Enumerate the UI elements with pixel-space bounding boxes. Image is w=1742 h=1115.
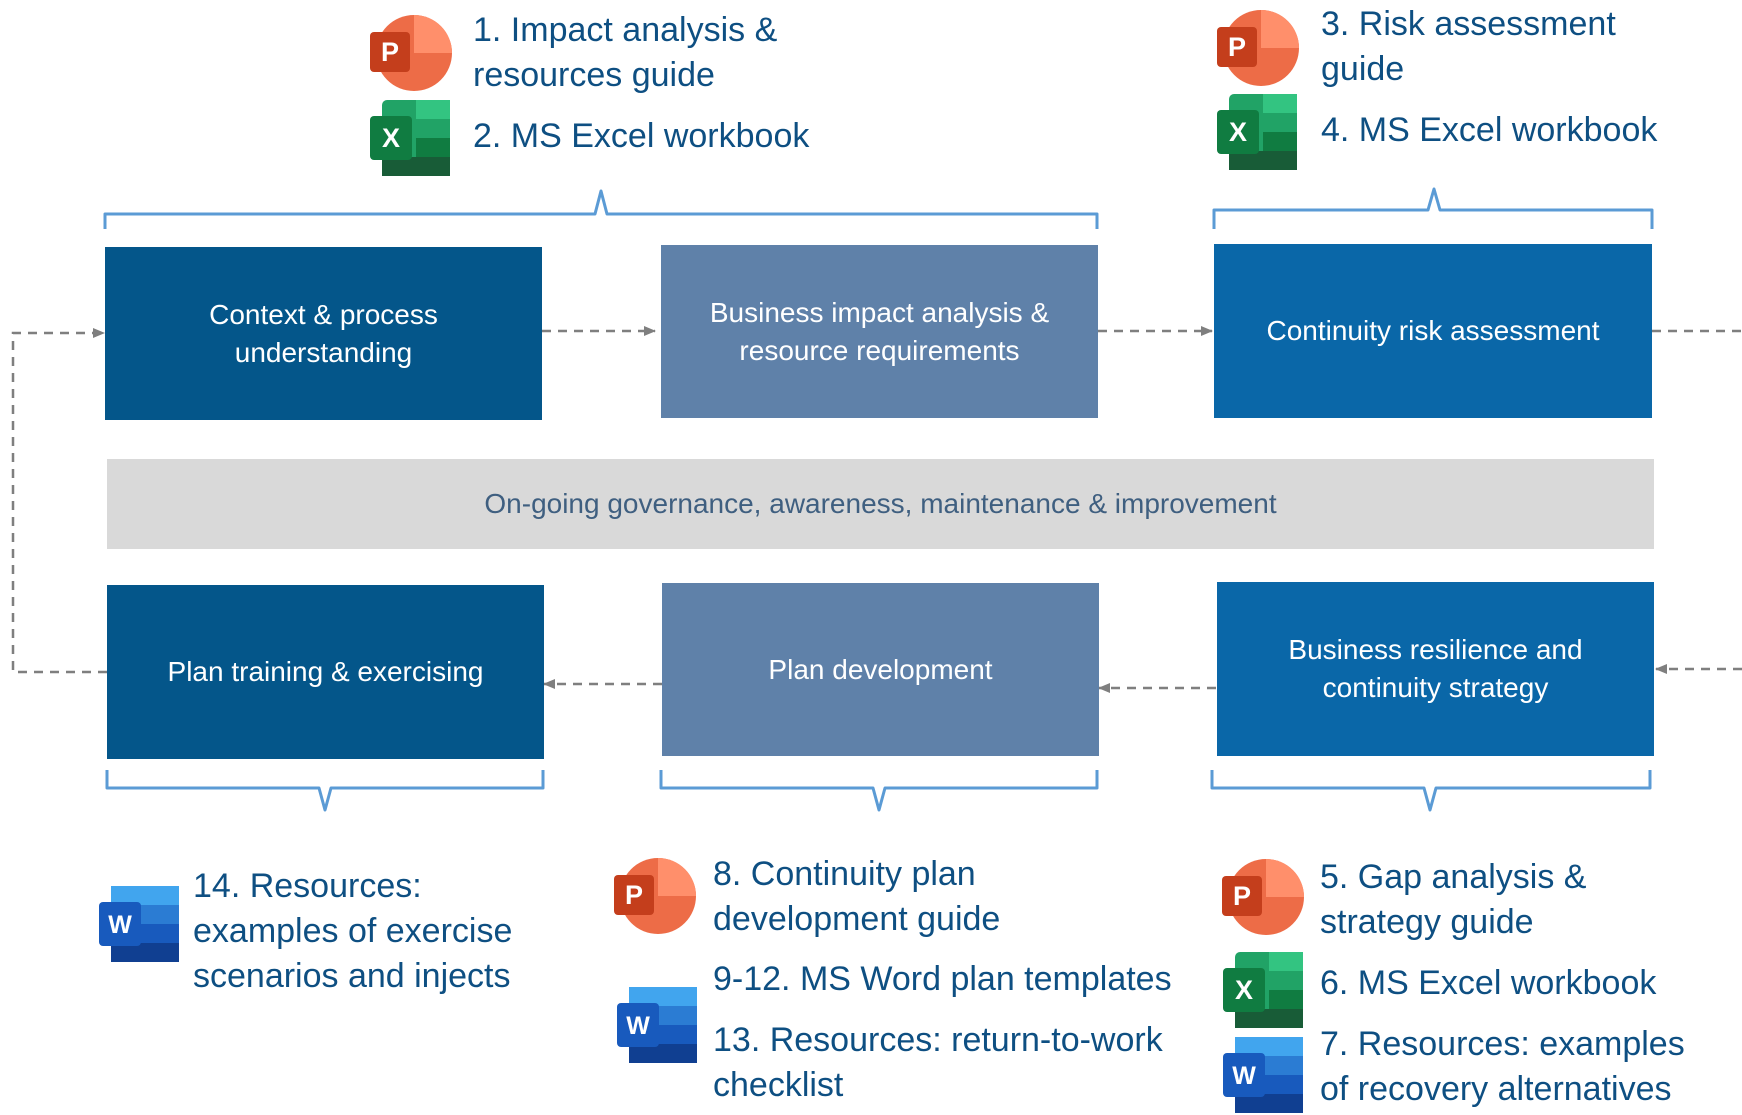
step-plan-development: Plan development: [662, 583, 1099, 756]
svg-text:P: P: [1233, 881, 1251, 911]
svg-text:P: P: [625, 880, 643, 910]
svg-text:X: X: [382, 123, 400, 153]
svg-text:X: X: [1235, 975, 1253, 1005]
powerpoint-icon: P: [1222, 859, 1304, 935]
svg-text:W: W: [626, 1012, 650, 1040]
resource-risk-assessment-guide[interactable]: 3. Risk assessment guide: [1321, 5, 1616, 88]
resource-ms-excel-workbook-2[interactable]: 2. MS Excel workbook: [473, 117, 810, 155]
step-business-impact-analysis: Business impact analysis & resource requ…: [661, 245, 1098, 418]
step-continuity-risk-assessment: Continuity risk assessment: [1214, 244, 1652, 418]
svg-text:P: P: [1228, 32, 1246, 62]
powerpoint-icon: P: [1217, 10, 1299, 86]
svg-text:W: W: [1232, 1062, 1256, 1090]
word-icon: W: [617, 987, 697, 1063]
svg-text:W: W: [108, 911, 132, 939]
bracket-top-left: [103, 189, 1099, 229]
governance-bar: On-going governance, awareness, maintena…: [107, 459, 1654, 549]
resource-impact-analysis-guide[interactable]: 1. Impact analysis & resources guide: [473, 11, 778, 94]
resource-word-plan-templates[interactable]: 9-12. MS Word plan templates: [713, 960, 1172, 998]
step-context-process: Context & process understanding: [105, 247, 542, 420]
resource-gap-analysis-guide[interactable]: 5. Gap analysis & strategy guide: [1320, 858, 1587, 941]
excel-icon: X: [1223, 952, 1303, 1028]
word-icon: W: [99, 886, 179, 962]
word-icon: W: [1223, 1037, 1303, 1113]
powerpoint-icon: P: [614, 858, 696, 934]
governance-label: On-going governance, awareness, maintena…: [484, 488, 1277, 519]
resource-return-to-work-checklist[interactable]: 13. Resources: return-to-work checklist: [713, 1021, 1163, 1104]
resource-recovery-alternatives[interactable]: 7. Resources: examples of recovery alter…: [1320, 1025, 1685, 1108]
excel-icon: X: [370, 100, 450, 176]
bracket-top-right: [1212, 187, 1654, 229]
bracket-bottom-middle: [659, 770, 1099, 812]
loop-back-arrow: [11, 328, 107, 674]
resource-continuity-plan-guide[interactable]: 8. Continuity plan development guide: [713, 855, 1001, 938]
resource-exercise-scenarios[interactable]: 14. Resources: examples of exercise scen…: [193, 867, 513, 995]
excel-icon: X: [1217, 94, 1297, 170]
step-plan-training-exercising: Plan training & exercising: [107, 585, 544, 759]
bracket-bottom-left: [105, 770, 545, 812]
powerpoint-icon: P: [370, 15, 452, 91]
step-resilience-strategy: Business resilience and continuity strat…: [1217, 582, 1654, 756]
svg-text:P: P: [381, 37, 399, 67]
svg-text:X: X: [1229, 117, 1247, 147]
bracket-bottom-right: [1210, 770, 1652, 812]
resource-ms-excel-workbook-6[interactable]: 6. MS Excel workbook: [1320, 964, 1657, 1002]
resource-ms-excel-workbook-4[interactable]: 4. MS Excel workbook: [1321, 111, 1658, 149]
